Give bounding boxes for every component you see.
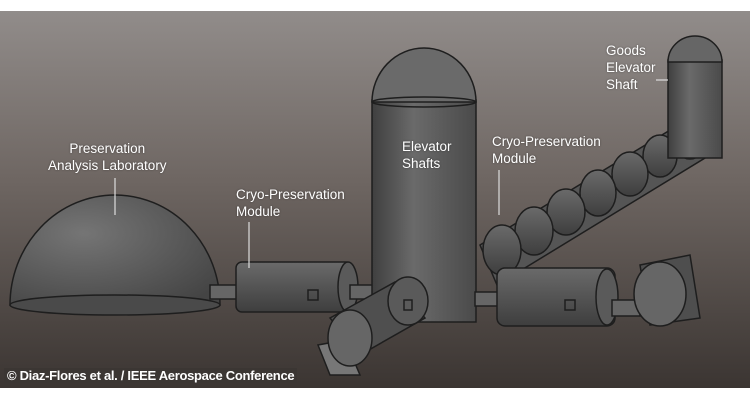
label-line: Elevator (402, 139, 452, 154)
image-credit: © Diaz-Flores et al. / IEEE Aerospace Co… (4, 368, 298, 383)
label-line: Module (236, 204, 281, 219)
goods-elevator-shaft (667, 35, 723, 159)
label-line: Cryo-Preservation (236, 187, 345, 202)
label-line: Preservation (69, 141, 146, 156)
label-cryo-right: Cryo-Preservation Module (492, 133, 601, 167)
label-cryo-left: Cryo-Preservation Module (236, 186, 345, 220)
label-line: Cryo-Preservation (492, 134, 601, 149)
label-preservation-lab: Preservation Analysis Laboratory (48, 140, 167, 174)
habitat-render (0, 11, 750, 388)
cryo-module-left (235, 261, 376, 313)
elevator-shaft (371, 47, 477, 323)
label-line: Module (492, 151, 537, 166)
leader-lines (114, 79, 668, 268)
label-elevator-shafts: Elevator Shafts (402, 138, 452, 172)
laboratory-dome (9, 194, 221, 316)
label-line: Analysis Laboratory (48, 158, 167, 173)
label-line: Shafts (402, 156, 441, 171)
cryo-module-right (474, 267, 641, 327)
label-goods-elevator: Goods Elevator Shaft (606, 42, 656, 93)
label-line: Goods (606, 43, 646, 58)
cryo-module-front (316, 276, 429, 376)
label-line: Elevator (606, 60, 656, 75)
cryo-module-far-right (633, 254, 701, 327)
label-line: Shaft (606, 77, 638, 92)
